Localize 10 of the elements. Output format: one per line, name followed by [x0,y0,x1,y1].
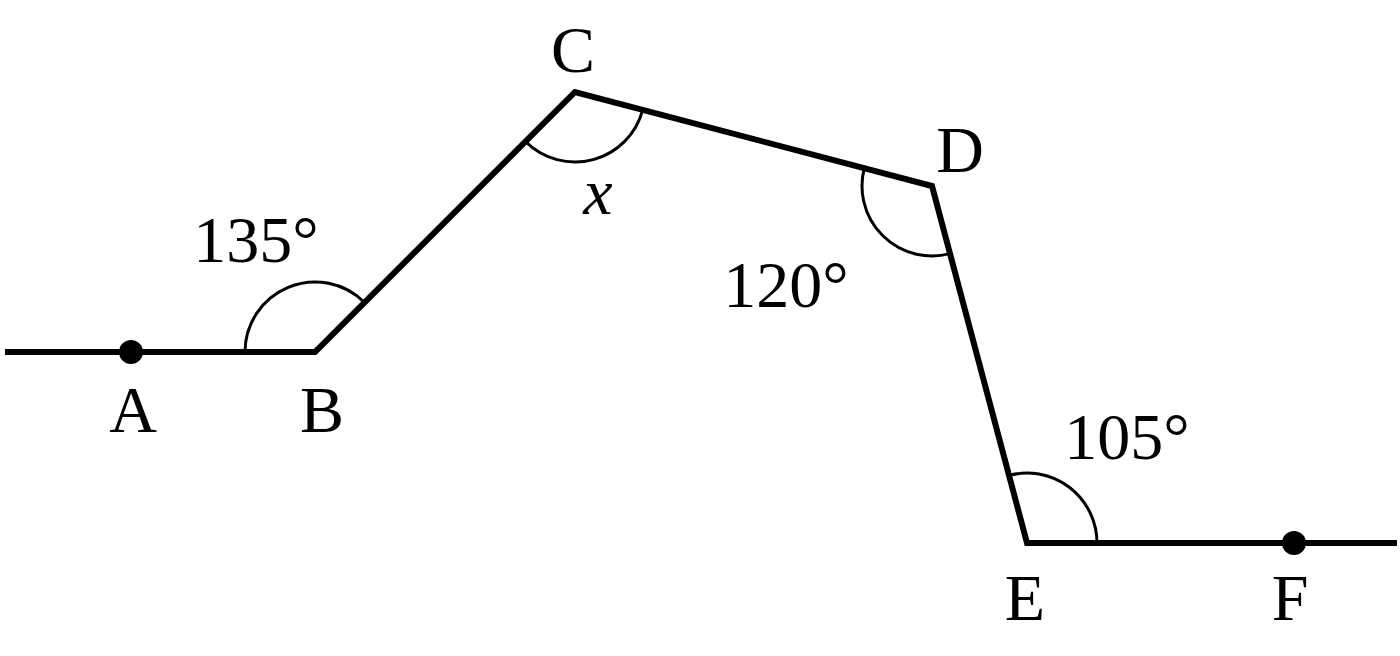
point-label: F [1271,565,1309,631]
point-label: D [936,117,984,183]
angle-label: x [583,159,613,225]
angle-label: 135° [193,207,319,273]
point-label: E [1004,565,1046,631]
point-label: B [300,377,344,443]
angle-label: 105° [1064,404,1190,470]
point-label: C [551,17,595,83]
point-label: A [109,377,157,443]
angle-label: 120° [723,252,849,318]
